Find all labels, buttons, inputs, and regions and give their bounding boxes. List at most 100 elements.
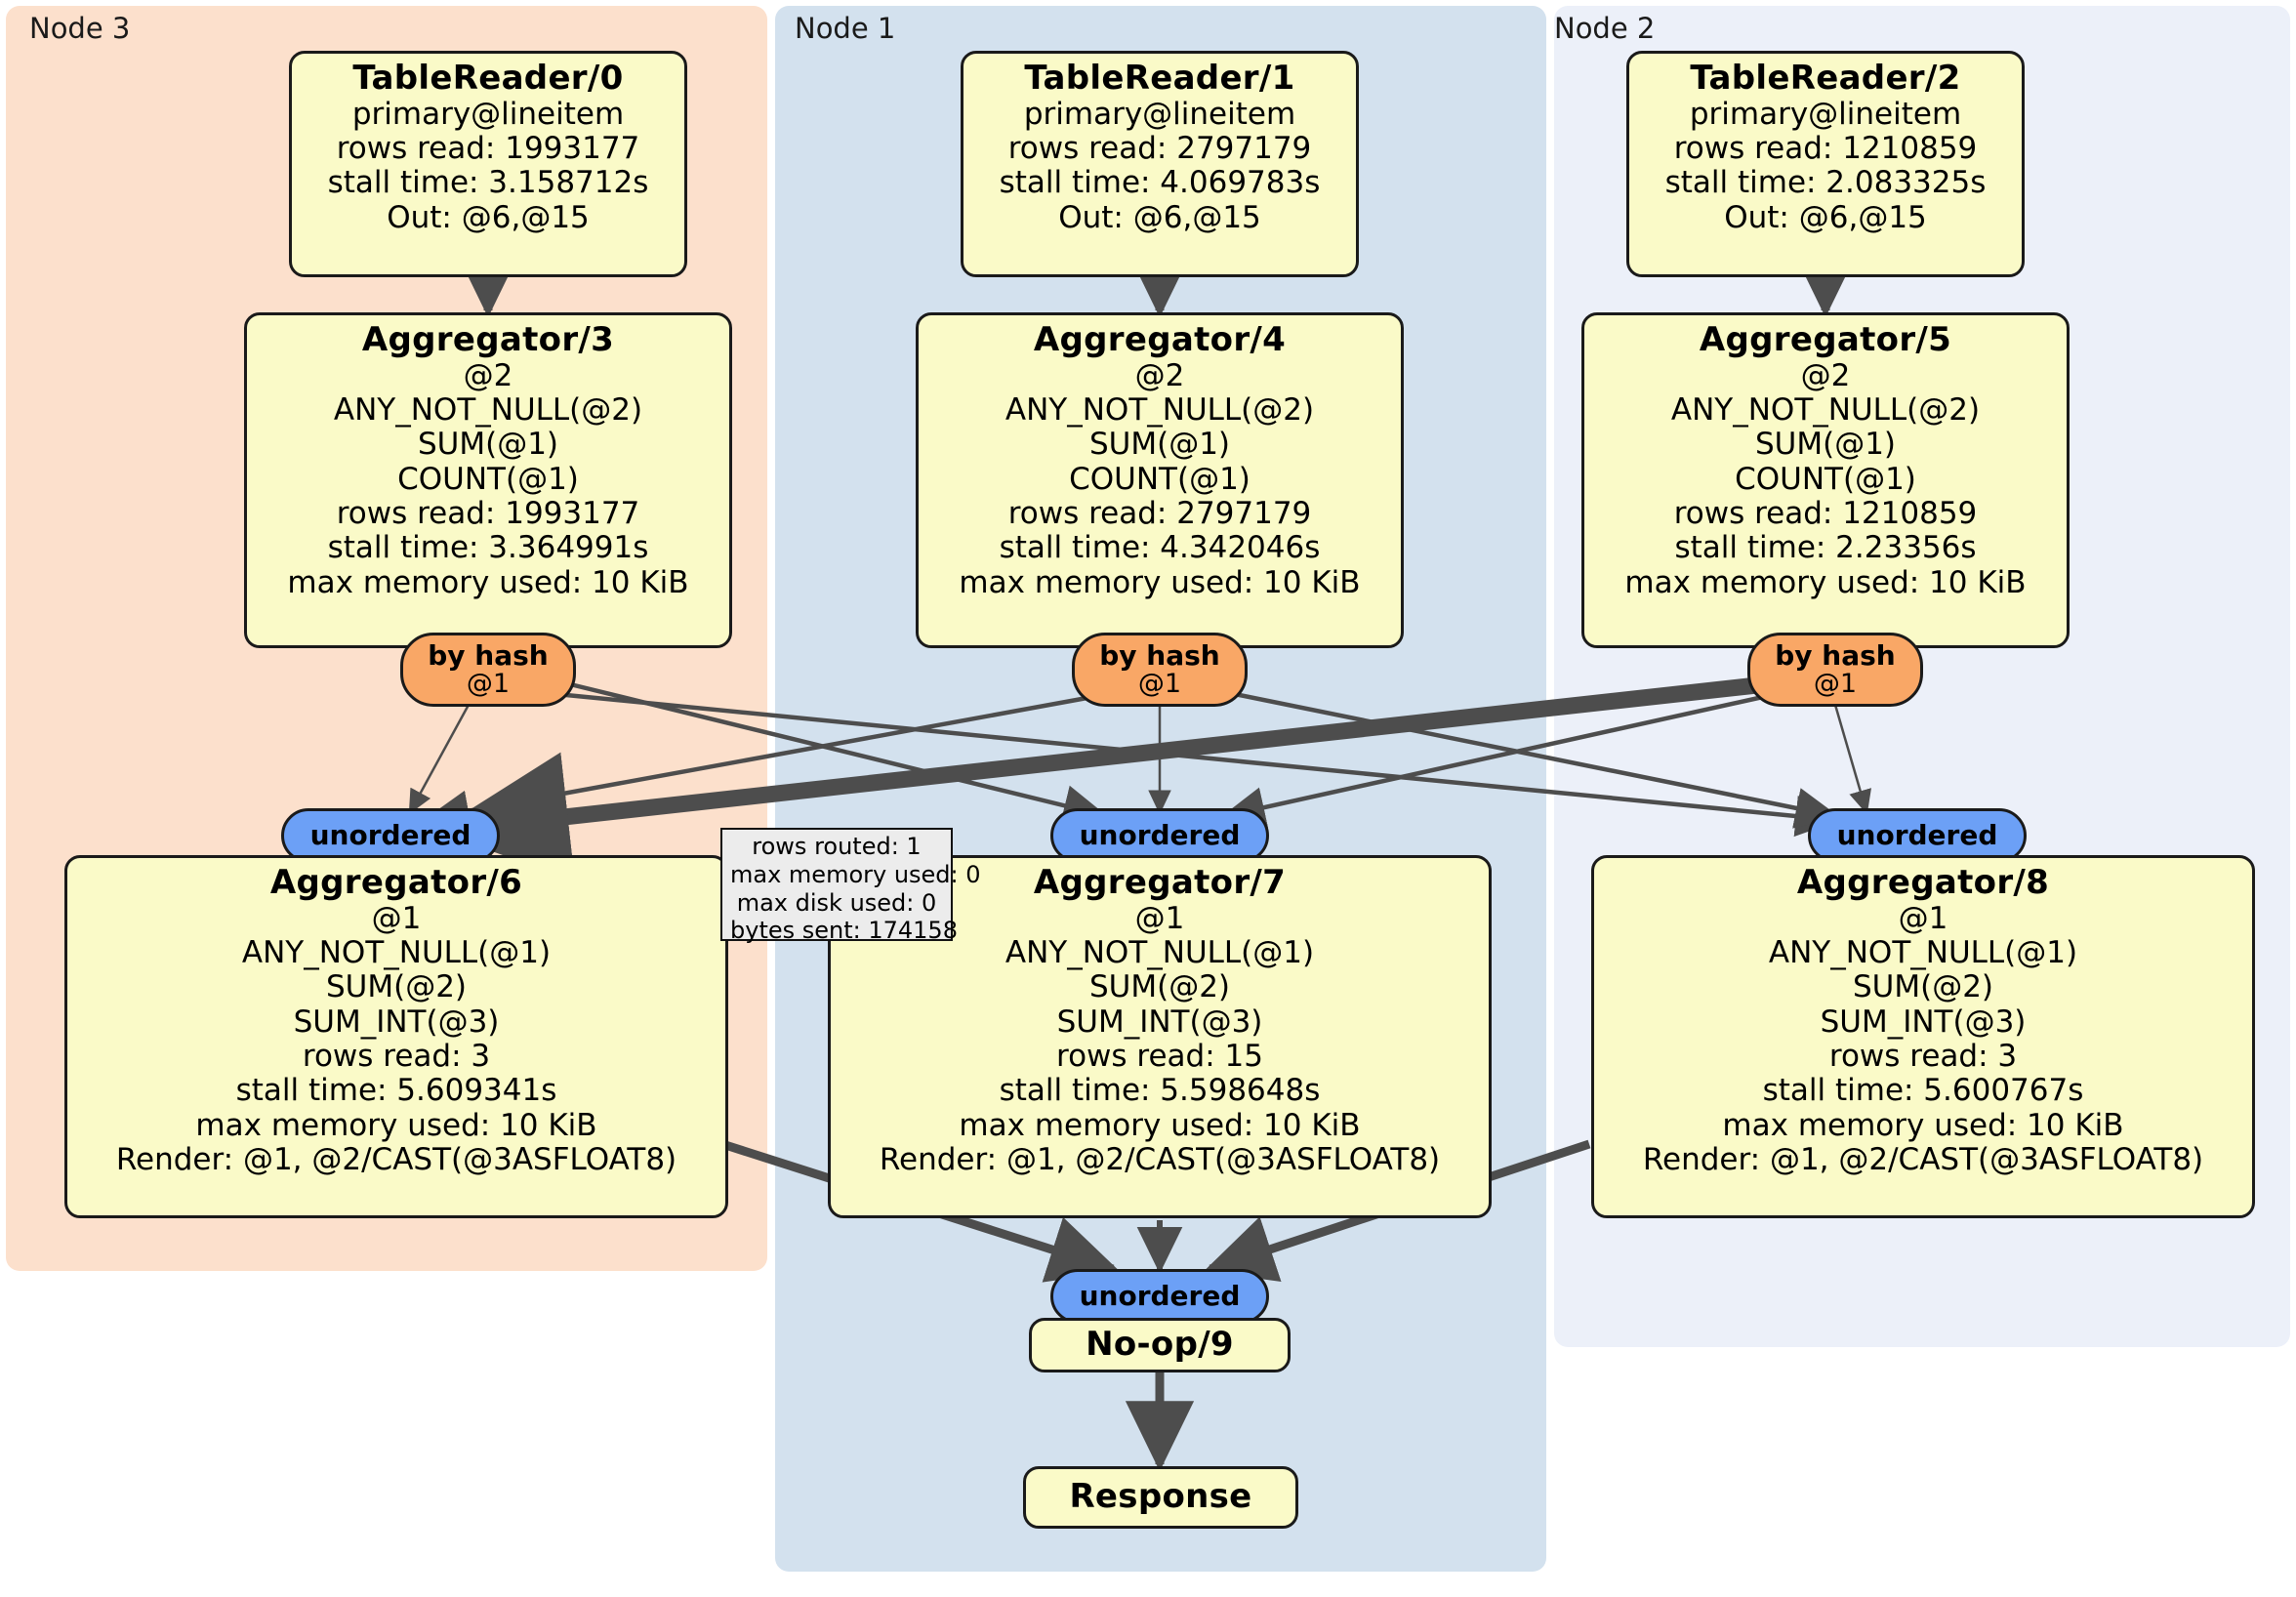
synchronizer-label: unordered [1079,819,1241,852]
processor-title: Response [1069,1476,1252,1516]
processor-aggregator-3[interactable]: Aggregator/3 @2 ANY_NOT_NULL(@2) SUM(@1)… [244,312,732,648]
processor-detail: stall time: 3.364991s [327,530,649,566]
processor-detail: SUM_INT(@3) [1056,1003,1263,1040]
processor-detail: stall time: 2.083325s [1664,165,1987,201]
processor-aggregator-5[interactable]: Aggregator/5 @2 ANY_NOT_NULL(@2) SUM(@1)… [1581,312,2070,648]
edge-hashR-unordM [1220,692,1773,828]
processor-title: No-op/9 [1086,1324,1234,1364]
processor-title: Aggregator/6 [269,863,523,902]
processor-detail: rows read: 1210859 [1673,496,1978,532]
cluster-label-node3: Node 3 [29,12,131,45]
processor-detail: max memory used: 10 KiB [287,564,689,600]
processor-detail: ANY_NOT_NULL(@2) [333,392,643,429]
processor-noop-9[interactable]: No-op/9 [1029,1318,1291,1372]
stat-line: bytes sent: 174158 [730,917,958,945]
processor-detail: Render: @1, @2/CAST(@3ASFLOAT8) [115,1142,677,1178]
router-by-hash-mid[interactable]: by hash @1 [1072,633,1248,707]
processor-response[interactable]: Response [1023,1466,1298,1529]
processor-detail: COUNT(@1) [1735,461,1916,497]
router-by-hash-left[interactable]: by hash @1 [400,633,576,707]
processor-title: Aggregator/3 [361,320,615,359]
processor-detail: COUNT(@1) [397,461,579,497]
stat-line: rows routed: 1 [752,833,922,860]
edge-hashR-unordL [435,675,1776,881]
processor-tablereader-0[interactable]: TableReader/0 primary@lineitem rows read… [289,51,687,277]
processor-tablereader-1[interactable]: TableReader/1 primary@lineitem rows read… [961,51,1359,277]
synchronizer-unordered-right[interactable]: unordered [1808,808,2027,863]
processor-detail: max memory used: 10 KiB [959,1107,1361,1143]
processor-detail: stall time: 5.609341s [235,1073,557,1109]
processor-aggregator-8[interactable]: Aggregator/8 @1 ANY_NOT_NULL(@1) SUM(@2)… [1591,855,2255,1218]
processor-detail: SUM(@2) [1088,969,1231,1005]
processor-detail: stall time: 3.158712s [327,165,649,201]
processor-detail: SUM(@2) [1852,969,1994,1005]
processor-detail: rows read: 2797179 [1007,496,1312,532]
processor-detail: @2 [1134,357,1185,393]
processor-detail: Render: @1, @2/CAST(@3ASFLOAT8) [879,1142,1441,1178]
processor-aggregator-4[interactable]: Aggregator/4 @2 ANY_NOT_NULL(@2) SUM(@1)… [916,312,1404,648]
processor-title: Aggregator/8 [1796,863,2050,902]
processor-title: TableReader/1 [1024,59,1295,98]
processor-detail: COUNT(@1) [1069,461,1250,497]
processor-detail: rows read: 1993177 [336,131,640,167]
processor-detail: SUM(@2) [325,969,468,1005]
processor-detail: primary@lineitem [1023,96,1296,132]
processor-detail: SUM(@1) [417,427,559,463]
router-label: by hash [1099,639,1220,673]
processor-title: Aggregator/7 [1033,863,1287,902]
processor-detail: max memory used: 10 KiB [1624,564,2027,600]
edge-hashM-unordR [1219,688,1840,829]
router-by-hash-right[interactable]: by hash @1 [1747,633,1923,707]
processor-aggregator-6[interactable]: Aggregator/6 @1 ANY_NOT_NULL(@1) SUM(@2)… [64,855,728,1218]
processor-detail: ANY_NOT_NULL(@1) [1768,935,2078,971]
cluster-label-node2: Node 2 [1554,12,1656,45]
processor-detail: rows read: 3 [302,1039,491,1075]
processor-detail: @1 [371,900,422,936]
processor-detail: primary@lineitem [1689,96,1962,132]
edge-hashR-unordR [1833,704,1871,815]
processor-detail: SUM(@1) [1754,427,1897,463]
cluster-label-node1: Node 1 [795,12,896,45]
processor-detail: SUM_INT(@3) [293,1003,500,1040]
processor-detail: stall time: 4.069783s [999,165,1321,201]
processor-detail: stall time: 5.600767s [1762,1073,2084,1109]
stream-stats-box: rows routed: 1 max memory used: 0 max di… [720,828,981,944]
processor-detail: ANY_NOT_NULL(@2) [1004,392,1315,429]
edge-hashL-unordR [565,692,1840,838]
processor-detail: rows read: 2797179 [1007,131,1312,167]
stat-line: max memory used: 0 [730,860,981,888]
processor-detail: rows read: 15 [1056,1039,1263,1075]
processor-detail: rows read: 1993177 [336,496,640,532]
synchronizer-label: unordered [1836,819,1998,852]
processor-title: TableReader/2 [1690,59,1961,98]
processor-title: Aggregator/5 [1699,320,1952,359]
processor-detail: primary@lineitem [351,96,625,132]
processor-detail: @1 [1898,900,1948,936]
router-column: @1 [1813,668,1858,699]
processor-detail: @2 [1800,357,1851,393]
processor-detail: @1 [1134,900,1185,936]
processor-detail: Out: @6,@15 [1058,199,1261,235]
synchronizer-label: unordered [309,819,472,852]
stat-line: max disk used: 0 [736,888,937,917]
processor-detail: max memory used: 10 KiB [959,564,1361,600]
processor-tablereader-2[interactable]: TableReader/2 primary@lineitem rows read… [1626,51,2025,277]
processor-detail: SUM(@1) [1088,427,1231,463]
router-column: @1 [1137,668,1182,699]
processor-detail: @2 [463,357,513,393]
processor-detail: ANY_NOT_NULL(@1) [241,935,552,971]
processor-detail: Out: @6,@15 [1724,199,1927,235]
processor-detail: max memory used: 10 KiB [195,1107,597,1143]
router-label: by hash [1775,639,1896,673]
processor-detail: stall time: 5.598648s [999,1073,1321,1109]
edge-hashL-unordL [408,704,471,815]
processor-detail: ANY_NOT_NULL(@1) [1004,935,1315,971]
router-label: by hash [428,639,549,673]
processor-detail: Out: @6,@15 [387,199,590,235]
processor-detail: rows read: 1210859 [1673,131,1978,167]
synchronizer-unordered-final[interactable]: unordered [1050,1269,1269,1324]
processor-title: TableReader/0 [352,59,624,98]
processor-detail: stall time: 4.342046s [999,530,1321,566]
processor-detail: stall time: 2.23356s [1674,530,1977,566]
